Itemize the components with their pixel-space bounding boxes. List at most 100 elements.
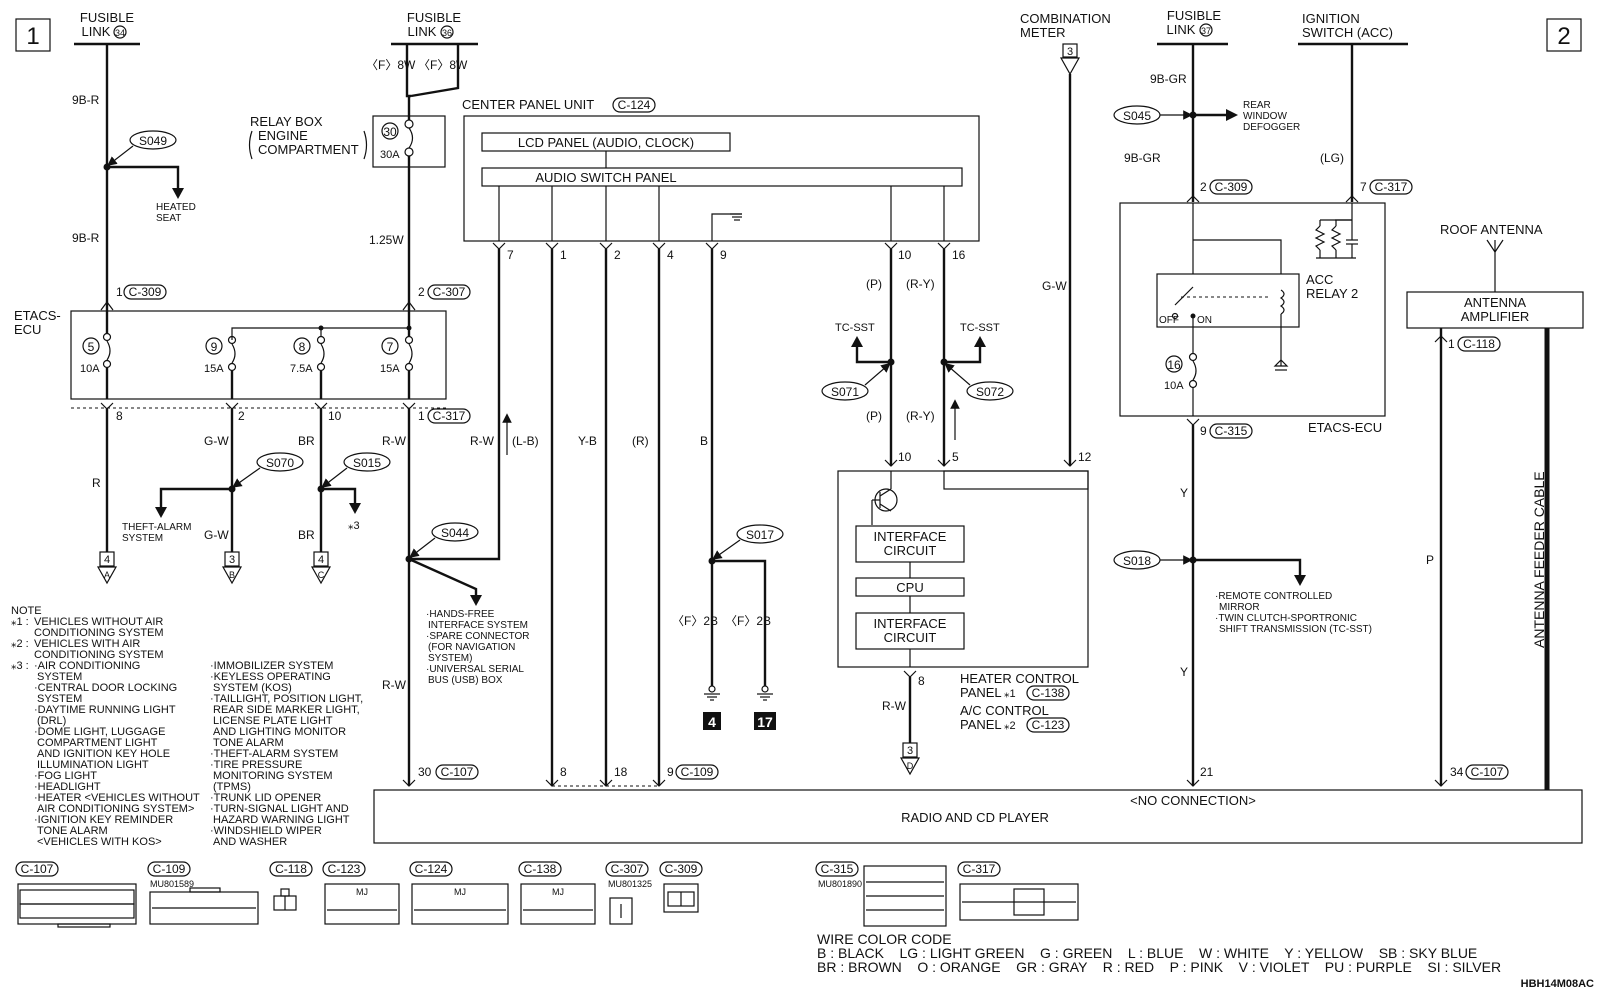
svg-text:AND WASHER: AND WASHER — [213, 836, 287, 848]
connector-c107-a: C-107 — [441, 765, 474, 779]
wire-label-br-b: BR — [298, 528, 315, 542]
etacs-fuse-7: 7 15A — [380, 311, 414, 399]
iface2-label: INTERFACE — [874, 616, 947, 631]
svg-text:INTERFACE SYSTEM: INTERFACE SYSTEM — [428, 620, 528, 631]
roof-antenna: ROOF ANTENNA — [1440, 222, 1543, 292]
svg-text:<VEHICLES WITH KOS>: <VEHICLES WITH KOS> — [37, 836, 162, 848]
svg-text:ENGINE: ENGINE — [258, 128, 308, 143]
wire-label-f2b-b: 〈F〉2B — [725, 614, 771, 628]
antenna-amp-label-2: AMPLIFIER — [1461, 309, 1530, 324]
connector-view-c317: C-317 — [957, 861, 1079, 921]
svg-text:·HANDS-FREE: ·HANDS-FREE — [426, 609, 495, 620]
connector-c118: C-118 — [1463, 337, 1495, 351]
svg-text:15A: 15A — [380, 363, 400, 375]
connector-c309-right: C-309 — [1215, 180, 1248, 194]
resistor-capacitor-network — [1314, 219, 1358, 259]
svg-text:COMPARTMENT: COMPARTMENT — [258, 142, 359, 157]
connector-view-c123: C-123 MJ — [322, 861, 400, 925]
svg-text:NOTE: NOTE — [11, 605, 42, 617]
svg-text:1: 1 — [26, 23, 39, 50]
relay-box: RELAY BOX ENGINE COMPARTMENT 30 30A — [248, 114, 446, 168]
svg-text:C-138: C-138 — [1032, 686, 1065, 700]
svg-text:LINK: LINK — [1167, 22, 1196, 37]
ignition-switch-label: IGNITION SWITCH (ACC) — [1302, 11, 1393, 40]
radio-pin-18: 18 — [614, 765, 628, 779]
svg-text:REAR SIDE MARKER LIGHT,: REAR SIDE MARKER LIGHT, — [213, 704, 360, 716]
svg-text:·UNIVERSAL SERIAL: ·UNIVERSAL SERIAL — [426, 664, 524, 675]
destination-c: 4 C — [310, 551, 332, 585]
connector-view-c307: C-307 MU801325 — [605, 861, 652, 925]
connector-c309: C-309 — [129, 285, 162, 299]
s044-destinations: ·HANDS-FREE INTERFACE SYSTEM ·SPARE CONN… — [426, 609, 530, 686]
svg-text:9: 9 — [720, 248, 727, 262]
connector-view-c138: C-138 MJ — [518, 861, 596, 925]
svg-text:MJ: MJ — [552, 887, 564, 897]
wire-label-lb: (L-B) — [512, 434, 539, 448]
panel-pin-12: 12 — [1078, 450, 1092, 464]
page-marker-left: 1 — [15, 18, 51, 52]
svg-text:S071: S071 — [831, 385, 859, 399]
destination-b: 3 B — [221, 551, 243, 585]
svg-text:RELAY BOX: RELAY BOX — [250, 114, 323, 129]
svg-text:FUSIBLE: FUSIBLE — [80, 10, 135, 25]
wire-label-rw-b: R-W — [382, 678, 407, 692]
splice-s018: S018 — [1113, 550, 1161, 570]
wire-label-9bgr-a: 9B-GR — [1150, 72, 1187, 86]
svg-text:C-309: C-309 — [665, 862, 698, 876]
svg-text:A/C CONTROL: A/C CONTROL — [960, 703, 1049, 718]
connector-view-c124: C-124 MJ — [409, 861, 509, 925]
wire-label-lg: (LG) — [1320, 151, 1344, 165]
antenna-amplifier — [1406, 291, 1584, 329]
splice-s070: S070 — [256, 452, 304, 472]
svg-text:SYSTEM: SYSTEM — [37, 671, 82, 683]
svg-text:B: B — [229, 570, 235, 580]
svg-text:ILLUMINATION LIGHT: ILLUMINATION LIGHT — [37, 759, 149, 771]
svg-text:⁎3 :: ⁎3 : — [11, 660, 29, 672]
svg-text:3: 3 — [229, 554, 235, 566]
theft-alarm-label-2: SYSTEM — [122, 533, 163, 544]
svg-text:⁎1 :: ⁎1 : — [11, 616, 29, 628]
svg-text:D: D — [907, 761, 914, 771]
antenna-amp-label: ANTENNA — [1464, 295, 1526, 310]
svg-text:MIRROR: MIRROR — [1219, 602, 1260, 613]
svg-text:MU801325: MU801325 — [608, 879, 652, 889]
connector-c317-right: C-317 — [1375, 180, 1408, 194]
svg-text:4: 4 — [708, 714, 716, 730]
wire-label-b: B — [700, 434, 708, 448]
iface1-label: INTERFACE — [874, 529, 947, 544]
wire-label-ry-b: (R-Y) — [906, 409, 935, 423]
fusible-link-37-label: FUSIBLE LINK 37 — [1167, 8, 1222, 37]
wire-label-rw-panel: R-W — [882, 699, 907, 713]
heated-seat-label-2: SEAT — [156, 213, 181, 224]
svg-text:ETACS-: ETACS- — [14, 308, 61, 323]
svg-text:SWITCH (ACC): SWITCH (ACC) — [1302, 25, 1393, 40]
wire-label-f8w-a: 〈F〉8W — [366, 58, 416, 72]
svg-text:AND IGNITION KEY HOLE: AND IGNITION KEY HOLE — [37, 748, 170, 760]
wire-label-p-b: (P) — [866, 409, 882, 423]
svg-text:S070: S070 — [266, 456, 294, 470]
interface-circuit-2 — [855, 612, 965, 650]
svg-text:SYSTEM (KOS): SYSTEM (KOS) — [213, 682, 292, 694]
transistor-symbol — [871, 471, 898, 525]
svg-text:VEHICLES WITHOUT AIR: VEHICLES WITHOUT AIR — [34, 616, 163, 628]
pin-2-c307: 2 — [418, 285, 425, 299]
svg-text:8: 8 — [299, 340, 306, 354]
radio-label: RADIO AND CD PLAYER — [901, 810, 1049, 825]
wire-color-code: WIRE COLOR CODE B : BLACK LG : LIGHT GRE… — [817, 931, 1501, 975]
svg-text:·SPARE CONNECTOR: ·SPARE CONNECTOR — [426, 631, 530, 642]
destination-a: 4 A — [96, 551, 118, 585]
svg-text:A: A — [104, 570, 110, 580]
etacs-fuse-8: 8 7.5A — [290, 328, 326, 399]
svg-text:HAZARD WARNING LIGHT: HAZARD WARNING LIGHT — [213, 814, 350, 826]
svg-text:·TURN-SIGNAL LIGHT AND: ·TURN-SIGNAL LIGHT AND — [210, 803, 349, 815]
theft-alarm-label: THEFT-ALARM — [122, 522, 191, 533]
rear-defogger-label: REAR WINDOW DEFOGGER — [1243, 100, 1300, 133]
svg-text:⁎1: ⁎1 — [1004, 688, 1016, 700]
splice-s015: S015 — [343, 452, 391, 472]
svg-text:S044: S044 — [441, 526, 469, 540]
radio-pin-21: 21 — [1200, 765, 1214, 779]
panel-pin-8: 8 — [918, 674, 925, 688]
svg-text:LICENSE PLATE LIGHT: LICENSE PLATE LIGHT — [213, 715, 333, 727]
svg-text:C-123: C-123 — [328, 862, 361, 876]
pin-1-c317: 1 — [418, 409, 425, 423]
